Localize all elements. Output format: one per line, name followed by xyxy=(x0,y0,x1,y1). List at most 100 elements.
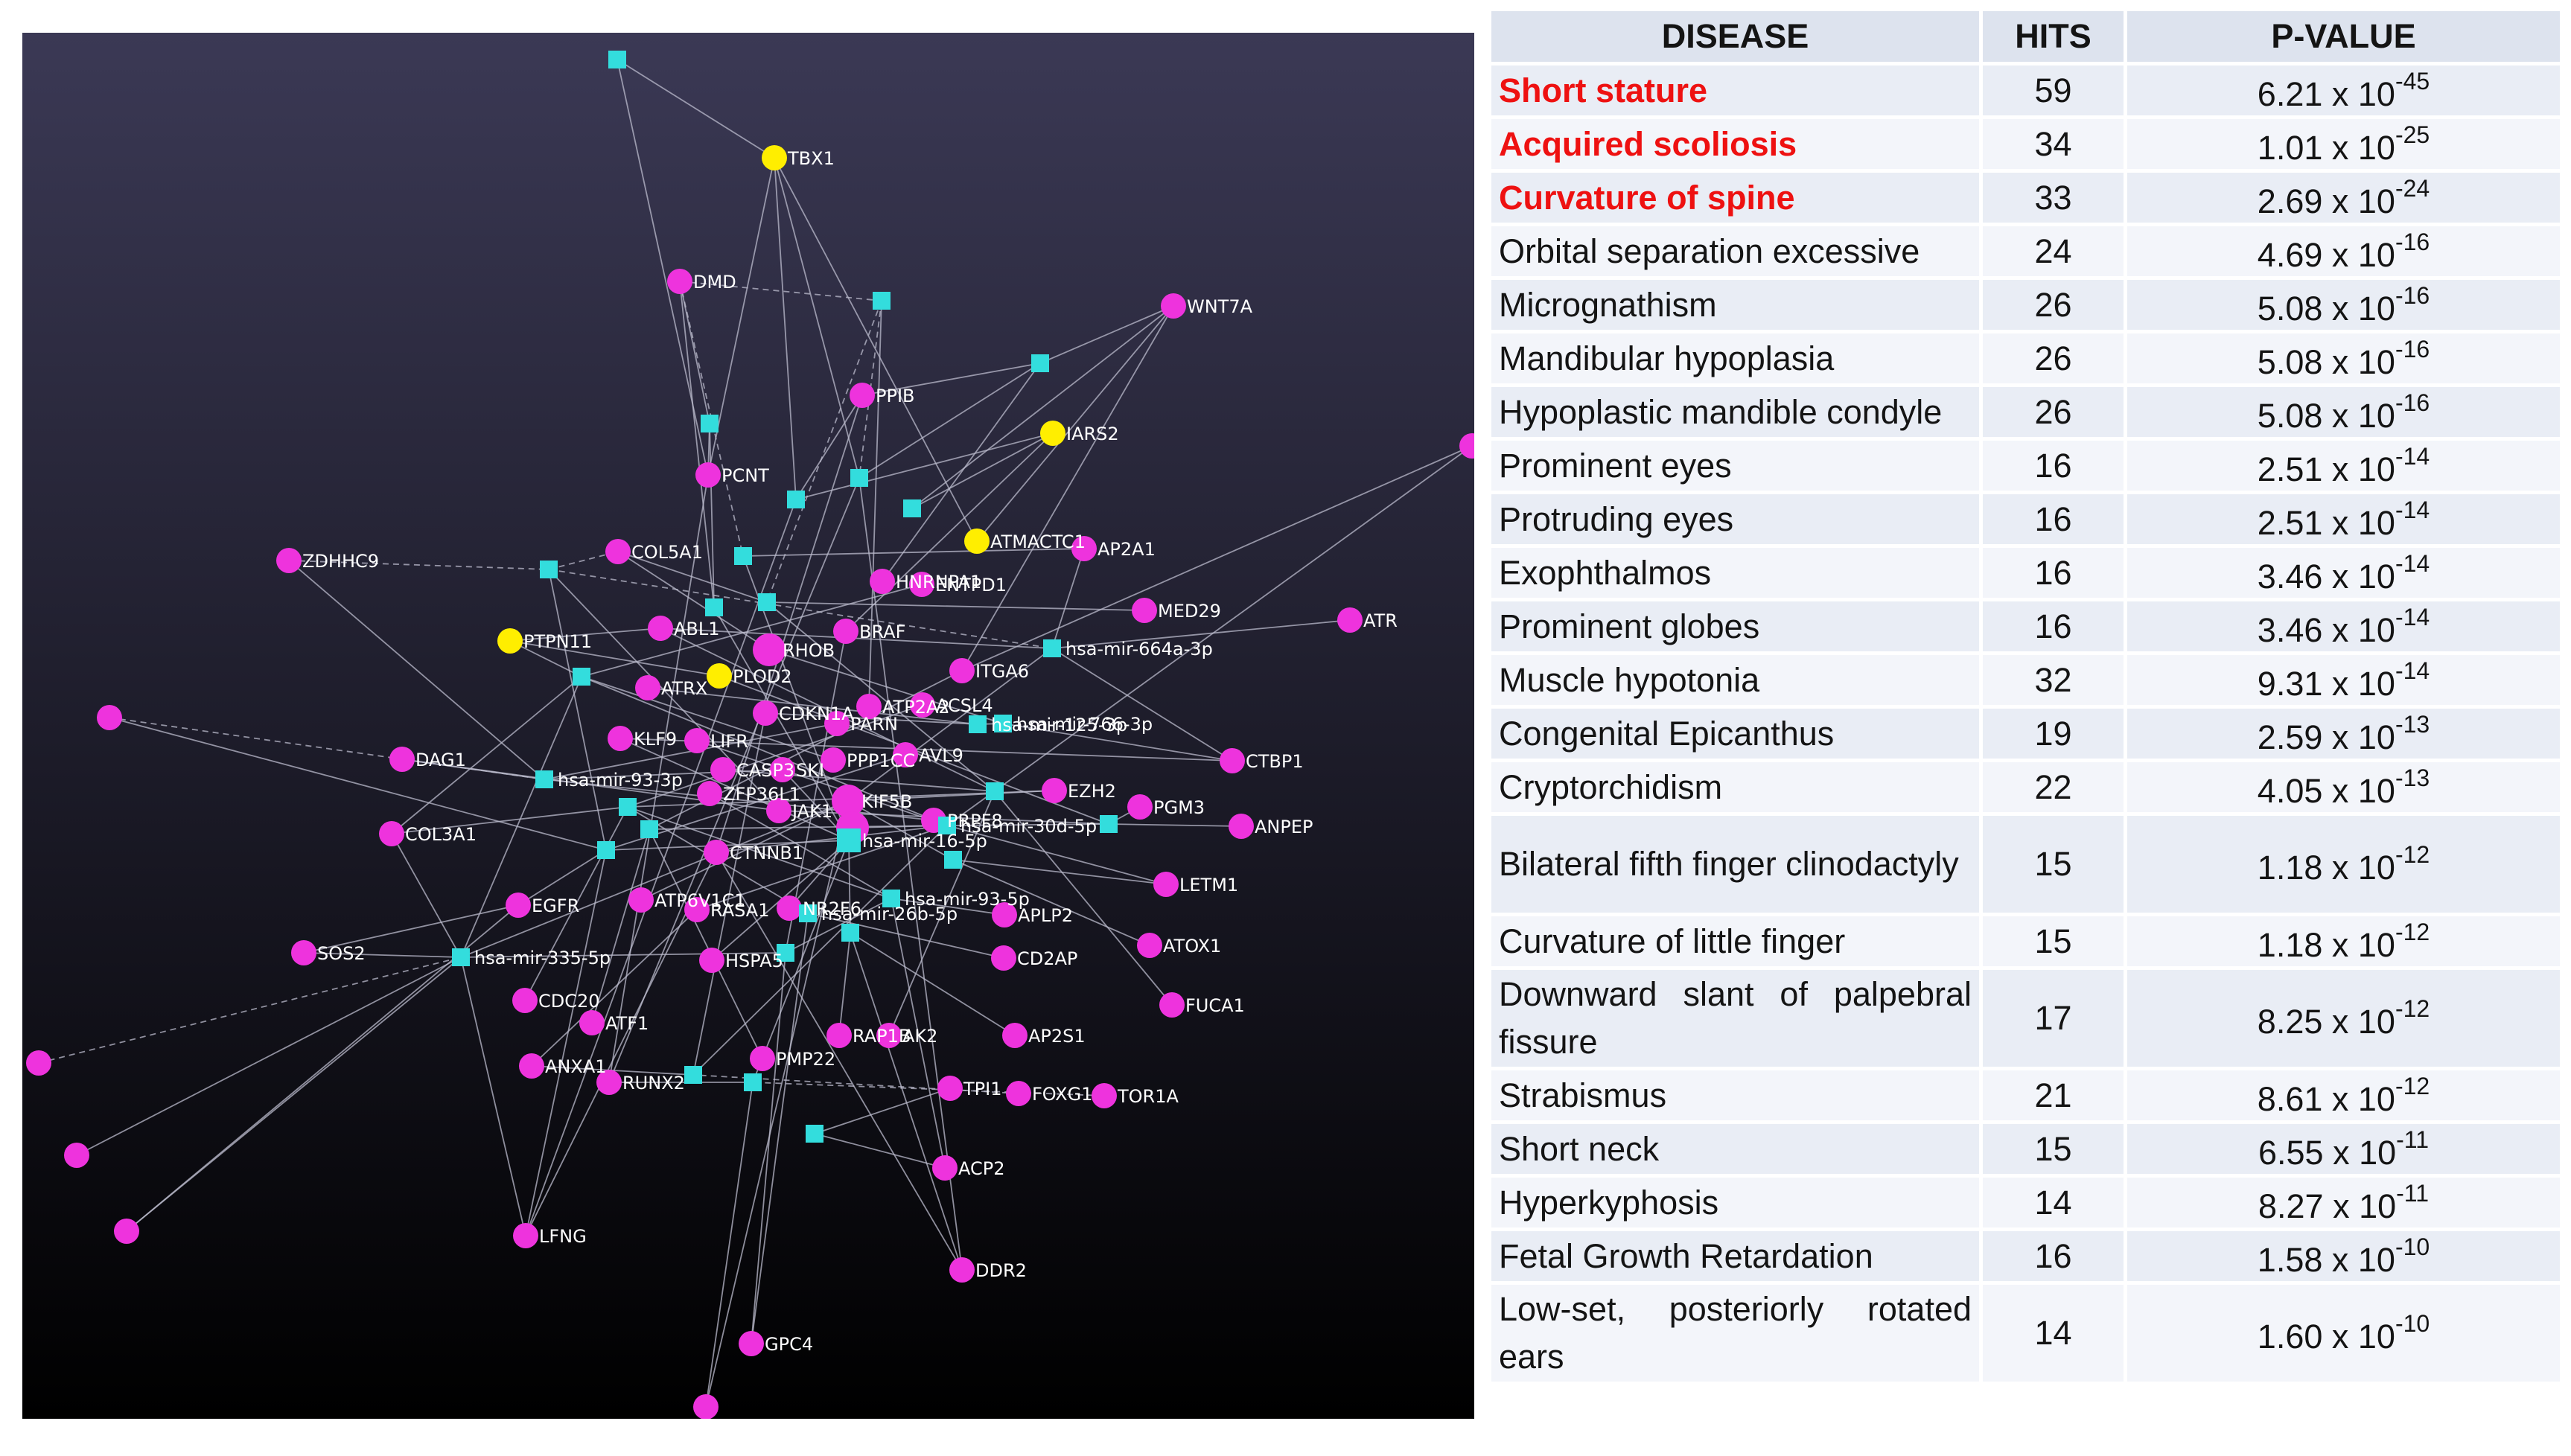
p-value: 6.55 x 10-11 xyxy=(2124,1120,2564,1178)
disease-name: Acquired scoliosis xyxy=(1488,115,1983,173)
node-label: DMD xyxy=(693,272,736,293)
disease-name: Curvature of spine xyxy=(1488,169,1983,226)
mirna-node xyxy=(758,593,776,611)
p-value-base: x 10 xyxy=(2322,74,2395,113)
gene-node xyxy=(991,945,1016,971)
network-edge xyxy=(660,628,995,792)
p-value-exponent: -16 xyxy=(2395,335,2430,363)
mirna-node xyxy=(969,715,987,733)
disease-name: Micrognathism xyxy=(1488,276,1983,333)
network-edge xyxy=(605,840,850,851)
network-edge xyxy=(581,584,923,677)
gene-node xyxy=(389,747,415,772)
hits-count: 16 xyxy=(1979,544,2127,601)
disease-name: Short neck xyxy=(1488,1120,1983,1178)
network-edge xyxy=(891,898,946,1169)
node-label: BRAF xyxy=(859,622,905,642)
network-edge xyxy=(76,957,462,1156)
network-edge xyxy=(752,840,850,1083)
network-edge xyxy=(525,852,717,1236)
mirna-node xyxy=(787,491,805,508)
gene-node xyxy=(932,1155,958,1181)
network-edge xyxy=(850,932,963,1271)
p-value-exponent: -13 xyxy=(2395,764,2430,791)
p-value-base: x 10 xyxy=(2322,503,2395,542)
p-value-mantissa: 4.69 xyxy=(2257,235,2323,274)
network-edge xyxy=(509,640,720,677)
network-edge xyxy=(548,551,619,570)
p-value-exponent: -14 xyxy=(2395,657,2430,684)
node-label: ATF1 xyxy=(605,1013,649,1034)
p-value-mantissa: 8.25 xyxy=(2257,1003,2323,1041)
node-label: PLOD2 xyxy=(733,666,792,687)
network-edge xyxy=(861,363,1041,396)
gene-node xyxy=(114,1219,139,1244)
network-edge xyxy=(858,363,1041,479)
p-value-base: x 10 xyxy=(2322,450,2395,488)
node-label: hsa-mir-16-5p xyxy=(862,831,987,852)
hits-count: 15 xyxy=(1979,913,2127,970)
p-value: 8.61 x 10-12 xyxy=(2124,1067,2564,1124)
network-edge xyxy=(1039,305,1174,364)
gene-node xyxy=(704,840,729,865)
gene-node xyxy=(856,694,882,719)
p-value-exponent: -14 xyxy=(2395,549,2430,577)
gene-node xyxy=(750,1046,775,1071)
node-label: hsa-mir-335-5p xyxy=(474,948,611,968)
network-edge xyxy=(1108,823,1242,827)
network-edge xyxy=(649,828,763,1059)
disease-name: Strabismus xyxy=(1488,1067,1983,1124)
gene-node xyxy=(1127,794,1153,820)
gene-node xyxy=(519,1053,544,1079)
gene-node xyxy=(876,1023,902,1048)
network-edge xyxy=(288,560,549,570)
node-label: CD2AP xyxy=(1017,948,1077,969)
node-label: ATP2A2 xyxy=(882,697,950,718)
network-edge xyxy=(838,932,851,1036)
mirna-node xyxy=(1043,639,1061,657)
p-value-base: x 10 xyxy=(2322,849,2395,887)
node-label: EGFR xyxy=(532,895,579,916)
node-label: AK2 xyxy=(902,1026,937,1047)
network-edge xyxy=(391,806,628,834)
node-label: RUNX2 xyxy=(622,1073,685,1093)
network-edge xyxy=(795,432,1054,500)
gene-node xyxy=(1159,992,1185,1018)
network-edge xyxy=(888,791,995,1036)
gene-node xyxy=(739,1331,764,1356)
gene-node xyxy=(1137,933,1162,958)
hits-count: 34 xyxy=(1979,115,2127,173)
network-edge xyxy=(807,913,1004,959)
node-label: hsa-mir-26b-5p xyxy=(821,904,958,925)
mirna-node xyxy=(540,561,558,578)
node-label: COL3A1 xyxy=(405,824,477,845)
gene-node xyxy=(635,675,660,700)
network-edge xyxy=(716,852,963,1271)
disease-name: Prominent globes xyxy=(1488,598,1983,655)
network-edge xyxy=(707,157,775,476)
p-value-mantissa: 2.69 xyxy=(2257,182,2323,220)
network-edge xyxy=(1051,548,1085,649)
gene-node xyxy=(64,1143,89,1168)
network-edge xyxy=(814,1133,946,1169)
mirna-node xyxy=(452,948,470,966)
header-disease: DISEASE xyxy=(1488,7,1983,66)
p-value: 3.46 x 10-14 xyxy=(2124,598,2564,655)
mirna-node xyxy=(573,668,590,686)
network-edge xyxy=(679,281,715,608)
p-value-mantissa: 8.61 xyxy=(2257,1079,2323,1118)
node-label: JAK1 xyxy=(791,801,832,822)
p-value-mantissa: 3.46 xyxy=(2257,610,2323,649)
node-label: KIF5B xyxy=(861,791,912,812)
mirna-node xyxy=(837,828,861,852)
node-label: AVL9 xyxy=(919,745,963,766)
p-value-exponent: -12 xyxy=(2395,1072,2430,1099)
